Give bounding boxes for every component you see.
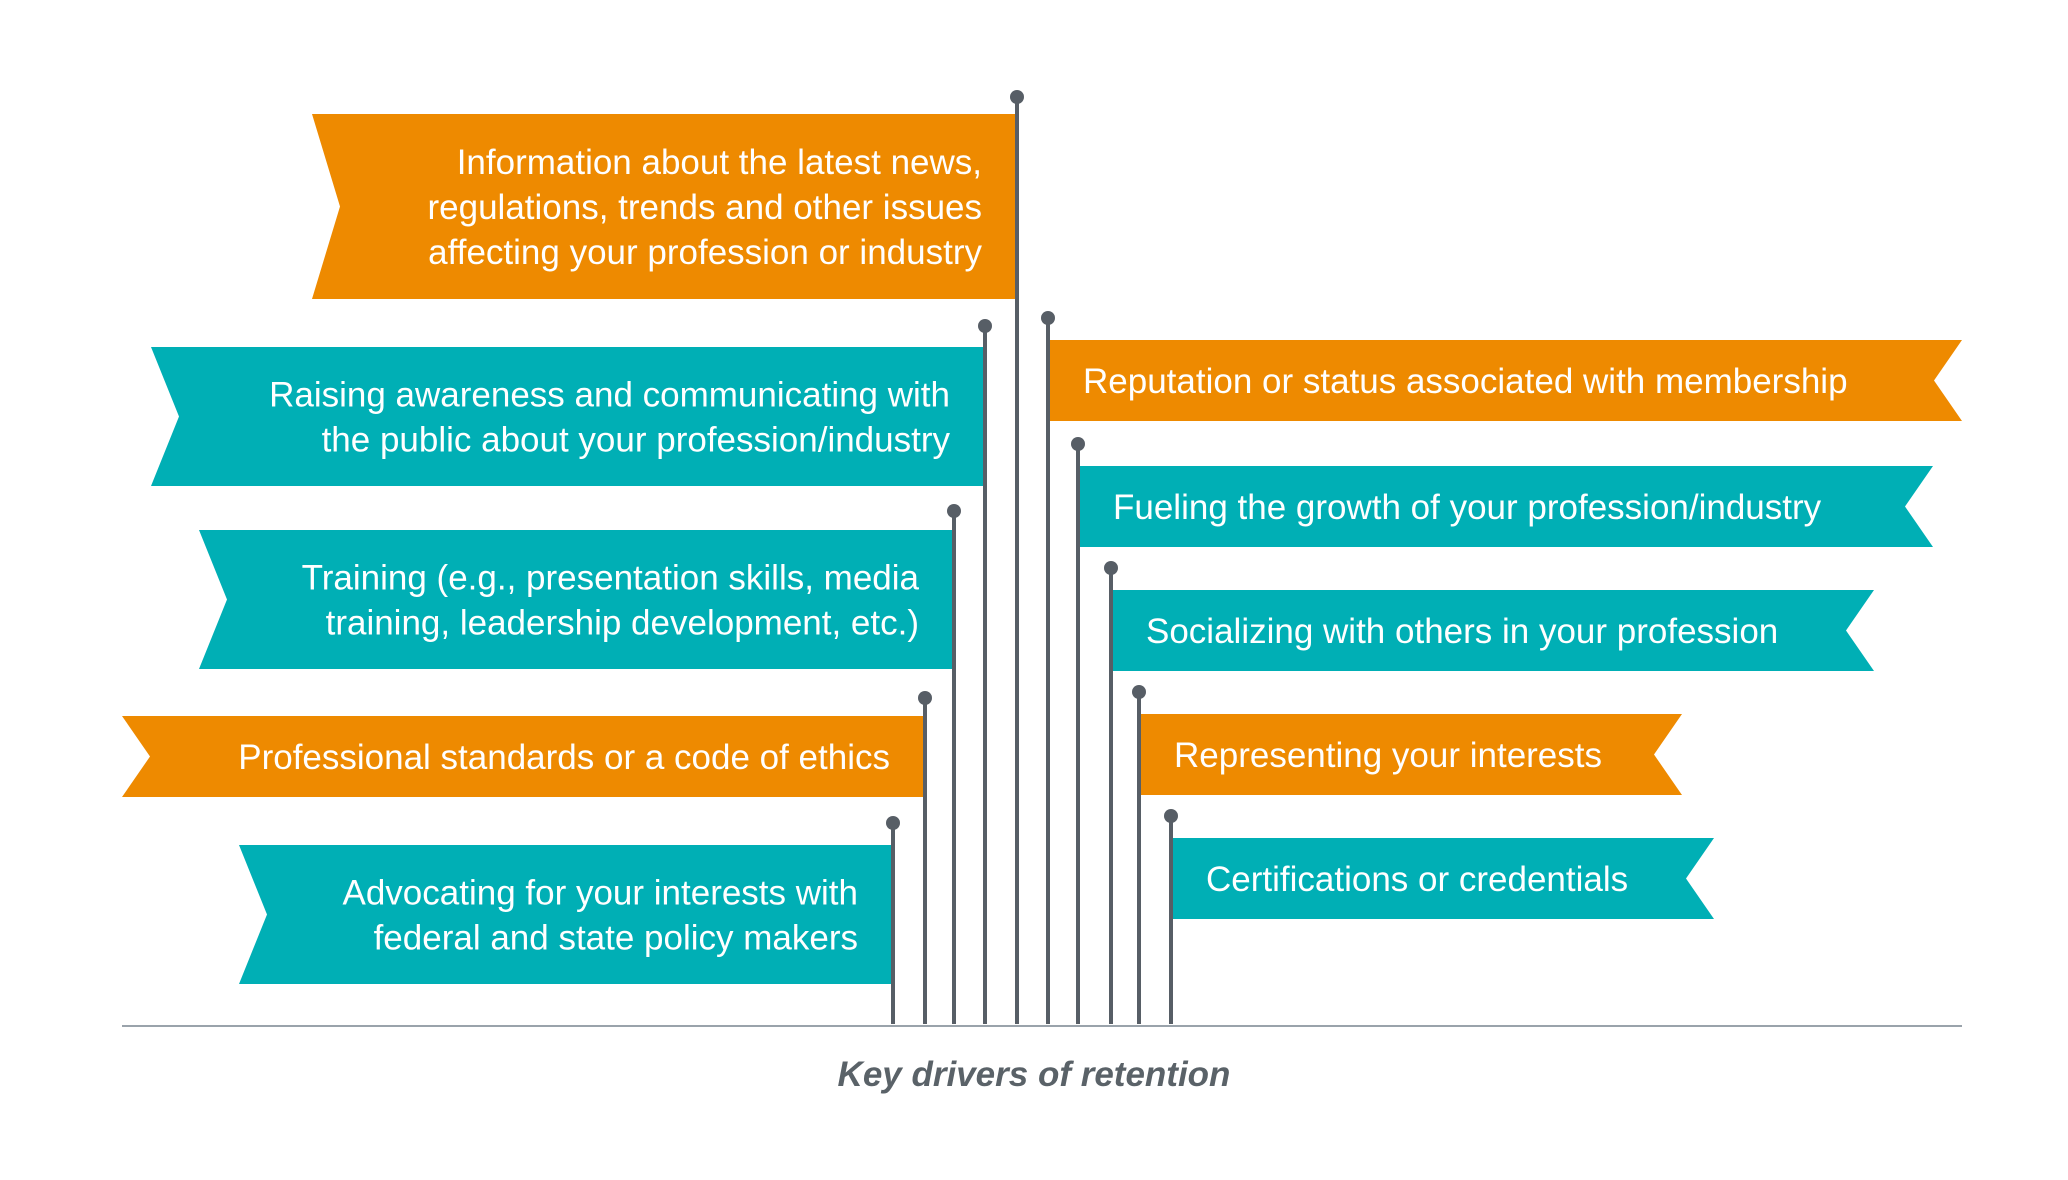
right-flag-5-banner [1171, 838, 1714, 919]
left-flag-4: Professional standards or a code of ethi… [122, 716, 925, 797]
right-flag-3-label-line: Socializing with others in your professi… [1146, 612, 1778, 651]
right-flag-3-banner [1111, 590, 1874, 671]
right-flag-1-banner [1048, 340, 1962, 421]
left-flag-1-label-line: Information about the latest news, [457, 143, 982, 182]
left-flag-5-label-line: federal and state policy makers [374, 919, 858, 958]
diagram-caption: Key drivers of retention [837, 1055, 1231, 1094]
left-flag-3-pole-knob [947, 504, 961, 518]
right-flag-1: Reputation or status associated with mem… [1048, 340, 1962, 421]
left-flag-1-pole-knob [1010, 90, 1024, 104]
right-flag-2-pole-knob [1071, 437, 1085, 451]
left-flag-2-label-line: the public about your profession/industr… [322, 421, 951, 460]
flags-group: Information about the latest news, regula… [122, 114, 1962, 984]
left-flag-5-banner [239, 845, 893, 984]
right-flag-1-pole-knob [1041, 311, 1055, 325]
left-flag-5: Advocating for your interests with federa… [239, 845, 893, 984]
left-flag-5-label-line: Advocating for your interests with [342, 874, 858, 913]
right-flag-2: Fueling the growth of your profession/in… [1078, 466, 1933, 547]
right-flag-2-label-line: Fueling the growth of your profession/in… [1113, 488, 1822, 527]
right-flag-4: Representing your interests [1139, 714, 1682, 795]
right-flag-4-banner [1139, 714, 1682, 795]
left-flag-3-label-line: training, leadership development, etc.) [326, 604, 919, 643]
left-flag-3-label-line: Training (e.g., presentation skills, med… [302, 559, 920, 598]
right-flag-5-label-line: Certifications or credentials [1206, 860, 1628, 899]
left-flag-3: Training (e.g., presentation skills, med… [199, 530, 954, 669]
left-flag-1-label-line: affecting your profession or industry [428, 233, 982, 272]
left-flag-4-label-line: Professional standards or a code of ethi… [238, 738, 890, 777]
right-flag-1-label-line: Reputation or status associated with mem… [1083, 362, 1848, 401]
right-flag-4-pole-knob [1132, 685, 1146, 699]
right-flag-5: Certifications or credentials [1171, 838, 1714, 919]
left-flag-2-label-line: Raising awareness and communicating with [269, 376, 950, 415]
left-flag-2-pole-knob [978, 319, 992, 333]
poles-group [886, 90, 1178, 1024]
left-flag-5-pole-knob [886, 816, 900, 830]
left-flag-2-banner [151, 347, 985, 486]
left-flag-2: Raising awareness and communicating with… [151, 347, 985, 486]
left-flag-4-banner [122, 716, 925, 797]
right-flag-3: Socializing with others in your professi… [1111, 590, 1874, 671]
left-flag-4-pole-knob [918, 691, 932, 705]
right-flag-2-banner [1078, 466, 1933, 547]
left-flag-3-banner [199, 530, 954, 669]
right-flag-3-pole-knob [1104, 561, 1118, 575]
left-flag-1: Information about the latest news, regula… [312, 114, 1017, 299]
right-flag-4-label-line: Representing your interests [1174, 736, 1602, 775]
right-flag-5-pole-knob [1164, 809, 1178, 823]
left-flag-1-banner [312, 114, 1017, 299]
left-flag-1-label-line: regulations, trends and other issues [428, 188, 983, 227]
